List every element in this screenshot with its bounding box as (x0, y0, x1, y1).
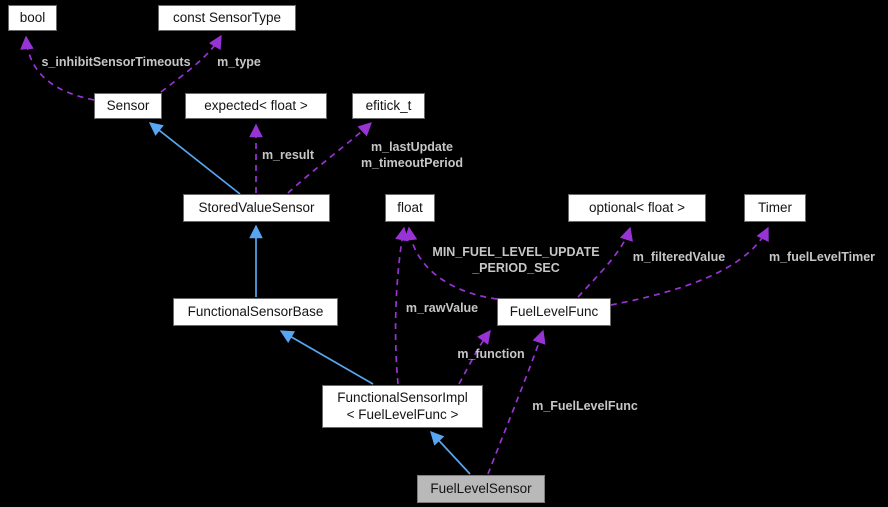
node-fuellevelsensor[interactable]: FuelLevelSensor (417, 475, 545, 503)
node-const-sensortype-label: const SensorType (172, 9, 282, 25)
edge-usage-functionalsensorimpl-fuellevelfunc (458, 329, 491, 385)
node-float-label: float (397, 199, 423, 215)
node-optional-float-label: optional< float > (588, 199, 686, 215)
edge-label-m-fuellevelfunc: m_FuelLevelFunc (532, 399, 638, 413)
node-timer[interactable]: Timer (744, 194, 806, 222)
node-fuellevelfunc-label: FuelLevelFunc (509, 303, 599, 319)
node-const-sensortype[interactable]: const SensorType (158, 5, 296, 31)
node-expected-float[interactable]: expected< float > (185, 93, 327, 119)
edge-label-m-function: m_function (457, 347, 525, 361)
edge-usage-fuellevelfunc-optional (577, 226, 633, 298)
edge-inherit-storedvaluesensor-sensor (148, 122, 241, 195)
node-bool-label: bool (19, 9, 46, 25)
node-sensor-label: Sensor (106, 97, 150, 113)
edge-label-min-fuel-line1: MIN_FUEL_LEVEL_UPDATE (432, 245, 600, 259)
node-optional-float[interactable]: optional< float > (568, 194, 706, 222)
node-fuellevelfunc[interactable]: FuelLevelFunc (497, 298, 611, 326)
edge-label-m-result: m_result (261, 148, 315, 162)
edge-label-min-fuel-level-update-period-sec: MIN_FUEL_LEVEL_UPDATE _PERIOD_SEC (432, 244, 599, 276)
node-fuellevelsensor-label: FuelLevelSensor (430, 480, 532, 496)
edge-usage-fuellevelfunc-float (403, 226, 498, 300)
edge-label-m-filteredvalue: m_filteredValue (632, 250, 726, 264)
edge-usage-storedvaluesensor-efitick (287, 122, 372, 194)
edge-usage-fuellevelsensor-fuellevelfunc (487, 329, 546, 475)
node-functionalsensorimpl[interactable]: FunctionalSensorImpl < FuelLevelFunc > (322, 385, 483, 428)
edge-label-m-timeoutperiod: m_timeoutPeriod (360, 156, 464, 170)
edge-label-m-lastupdate-m-timeoutperiod: m_lastUpdate m_timeoutPeriod (361, 139, 463, 171)
edge-label-m-rawvalue: m_rawValue (405, 301, 479, 315)
node-float[interactable]: float (385, 194, 435, 222)
node-functionalsensorimpl-label-line2: < FuelLevelFunc > (346, 406, 459, 422)
node-timer-label: Timer (758, 199, 792, 215)
edge-inherit-functionalsensorimpl-functionalsensorbase (279, 330, 374, 385)
node-bool[interactable]: bool (8, 5, 57, 31)
edge-label-m-type: m_type (217, 55, 261, 69)
node-storedvaluesensor-label: StoredValueSensor (198, 199, 315, 215)
node-efitick-t-label: efitick_t (365, 97, 412, 113)
edge-label-m-fuelleveltimer: m_fuelLevelTimer (768, 250, 876, 264)
node-sensor[interactable]: Sensor (94, 93, 162, 119)
edge-label-m-lastupdate: m_lastUpdate (371, 140, 453, 154)
node-functionalsensorbase-label: FunctionalSensorBase (187, 303, 324, 319)
edge-usage-fuellevelfunc-timer (610, 226, 769, 306)
node-functionalsensorimpl-label-line1: FunctionalSensorImpl (337, 389, 468, 405)
node-storedvaluesensor[interactable]: StoredValueSensor (183, 194, 330, 222)
edge-label-s-inhibitsensortimeouts: s_inhibitSensorTimeouts (41, 55, 191, 69)
edge-inherit-fuellevelsensor-functionalsensorimpl (430, 431, 471, 475)
edge-usage-functionalsensorimpl-float (394, 226, 409, 385)
node-efitick-t[interactable]: efitick_t (352, 93, 425, 119)
node-functionalsensorbase[interactable]: FunctionalSensorBase (173, 298, 338, 326)
edge-usage-sensor-bool (20, 35, 95, 101)
node-expected-float-label: expected< float > (204, 97, 308, 113)
edge-label-min-fuel-line2: _PERIOD_SEC (472, 261, 560, 275)
